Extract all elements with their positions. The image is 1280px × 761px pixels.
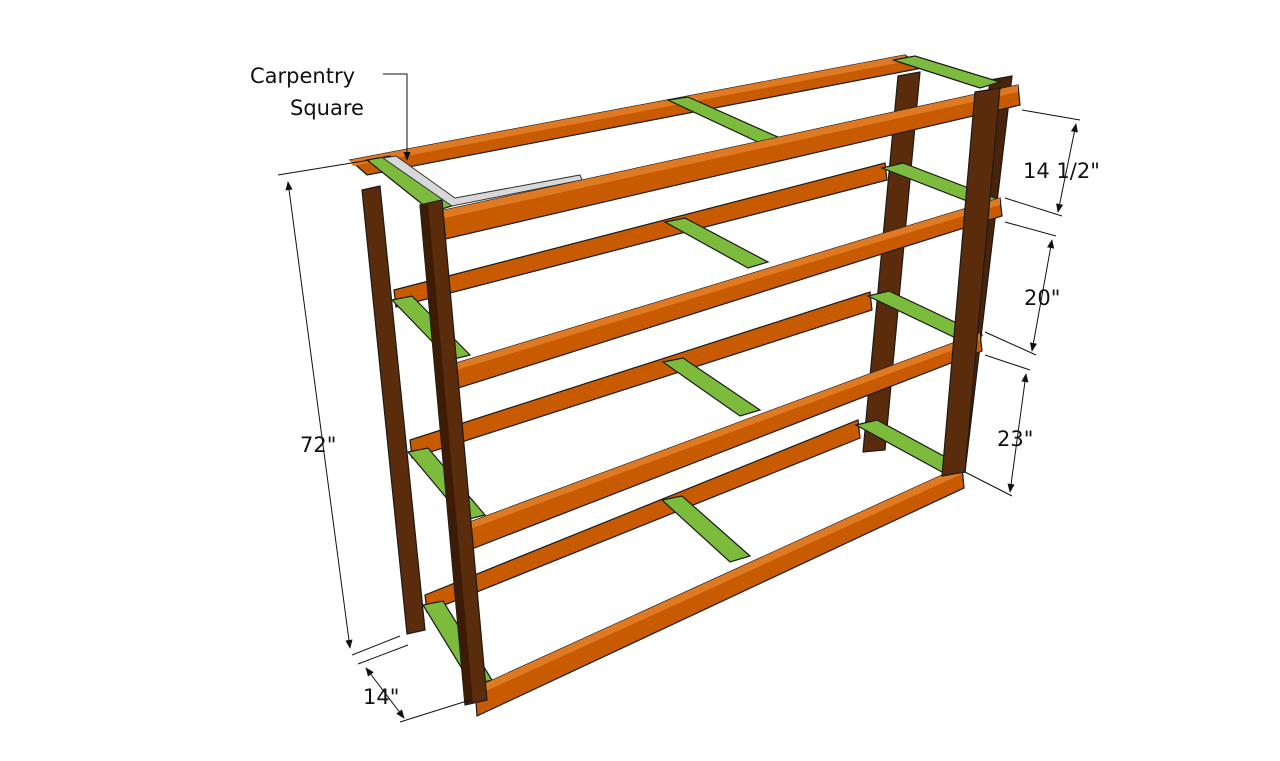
shelf-top: [348, 54, 1021, 245]
carpentry-square: [381, 155, 583, 207]
lower-gap-label: 23": [997, 427, 1033, 451]
callout-line-2: Square: [290, 96, 364, 120]
depth-label: 14": [363, 685, 399, 709]
callout-leader: [383, 73, 411, 161]
shelf-3: [406, 290, 984, 553]
shelf-3-middle-support: [661, 357, 762, 417]
upper-gap-dimension-arrow: [1029, 239, 1055, 352]
height-label: 72": [300, 433, 336, 457]
upper-gap-label: 20": [1024, 286, 1060, 310]
shelf-3-right-support: [866, 290, 984, 342]
shelf-bottom: [422, 419, 965, 717]
lower-gap-dimension-arrow: [1007, 373, 1029, 493]
top-right-support: [892, 55, 1003, 89]
bottom-middle-support: [660, 495, 752, 563]
callout-line-1: Carpentry: [250, 64, 355, 88]
dimension-lines: [277, 73, 1081, 723]
back-left-leg: [361, 185, 426, 635]
height-dimension-arrow: [285, 181, 353, 649]
shelf-2-middle-support: [663, 217, 770, 269]
labels: Carpentry Square 72" 14" 14 1/2" 20" 23": [250, 64, 1100, 709]
top-gap-label: 14 1/2": [1023, 159, 1100, 183]
front-legs: [419, 87, 1001, 706]
depth-dimension-arrow: [365, 667, 405, 719]
top-gap-dimension-arrow: [1056, 123, 1078, 213]
